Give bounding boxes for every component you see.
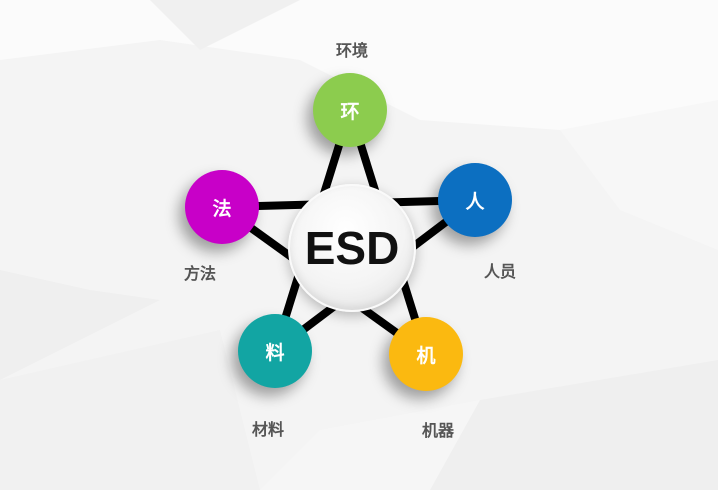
node-machine: 机 <box>389 317 463 391</box>
node-method: 法 <box>185 170 259 244</box>
node-machine-glyph: 机 <box>416 344 436 367</box>
label-material: 材料 <box>251 420 285 439</box>
center-label: ESD <box>304 222 400 274</box>
label-environment: 环境 <box>335 41 369 60</box>
node-material: 料 <box>238 314 312 388</box>
label-method: 方法 <box>183 264 217 283</box>
center-esd-circle: ESD <box>288 184 416 312</box>
node-environment-glyph: 环 <box>340 100 360 123</box>
node-environment: 环 <box>313 73 387 147</box>
node-people-glyph: 人 <box>465 190 485 213</box>
node-material-glyph: 料 <box>265 341 285 364</box>
node-method-glyph: 法 <box>212 197 232 220</box>
node-people: 人 <box>438 163 512 237</box>
label-machine: 机器 <box>421 421 455 440</box>
label-people: 人员 <box>483 262 517 281</box>
